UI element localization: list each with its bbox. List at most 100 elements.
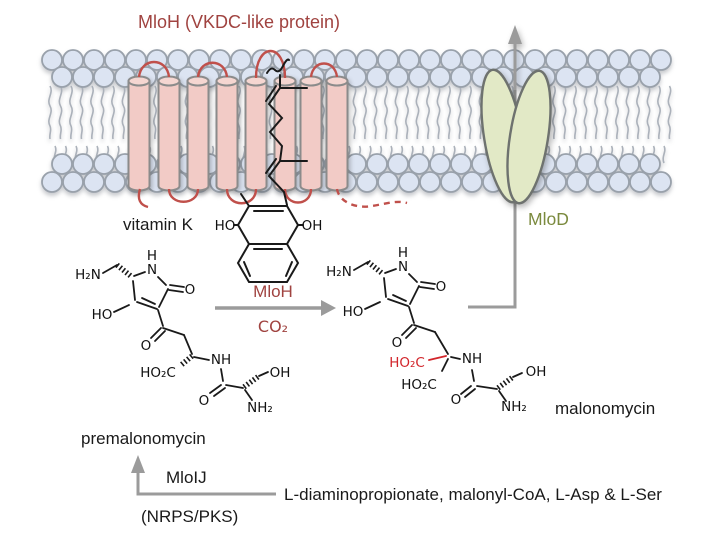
atom-label: NH [462,351,482,367]
bond [408,306,415,324]
lipid-head [429,66,451,88]
lipid-head [608,49,630,71]
mloh-loop-top [137,60,171,78]
lipid-tail [79,85,84,140]
atom-label: O [141,338,152,354]
double-bond [405,327,417,339]
bond [476,385,498,390]
lipid-head [597,153,619,175]
bond [364,301,381,310]
double-bond [243,261,251,277]
bond [512,372,523,378]
atom-label: O [392,335,403,351]
tm-helix-top [325,75,349,87]
stereo-hash-bond [496,374,515,391]
stereo-hash-bond [242,373,261,390]
lipid-head [104,49,126,71]
double-bond [401,324,413,336]
bond [220,368,224,382]
lipid-tail [100,85,105,140]
bond [157,276,167,286]
bond [158,288,169,308]
tm-helix [273,81,297,192]
lipid-tail [153,85,157,140]
lipid-head [545,171,567,193]
tm-helix-top [299,75,323,87]
lipid-head [41,171,63,193]
lipid-tail [321,85,325,140]
mloij-label: MloIJ [166,468,207,487]
atom-label: HO₂C [140,365,176,381]
lipid-tail [573,85,577,140]
lipid-tail [426,85,430,140]
methyl-branch [240,193,250,207]
atom-label: OH [302,218,323,234]
reaction-enzyme-label: MloH [253,282,293,301]
lipid-head [461,171,483,193]
lipid-tail [363,85,367,140]
mlod-label: MloD [528,209,569,229]
atom-label: NH [211,352,231,368]
bond [434,331,449,355]
mloh-loop-bottom [167,188,200,203]
mloh-terminus [137,188,149,209]
bond [408,273,418,283]
lipid-head [62,171,84,193]
mloh-loop-top [309,62,339,78]
lipid-head [629,171,651,193]
bond [193,356,210,361]
lipid-tail [457,85,462,140]
double-bond [209,384,222,394]
bond [136,301,158,310]
lipid-head [93,66,115,88]
lipid-head [639,66,661,88]
double-bond [419,286,435,290]
lipid-head [72,153,94,175]
atom-label: HO₂C [389,355,425,371]
mlod-transporter [480,25,552,205]
lipid-head [83,171,105,193]
lipid-head [356,49,378,71]
tm-helix-top [157,75,181,87]
lipid-head [345,153,367,175]
bond [413,324,436,333]
tm-helix [299,81,323,192]
atom-label: NH₂ [501,399,527,415]
lipid-head [524,49,546,71]
substrates-label: L-diaminopropionate, malonyl-CoA, L-Asp … [284,485,662,504]
lipid-tail [90,85,94,140]
lipid-head [293,49,315,71]
lipid-head [72,66,94,88]
lipid-tail [646,85,651,140]
mloh-loop-top [254,50,287,79]
lipid-head [419,49,441,71]
tm-helix [127,81,151,192]
double-bond [420,281,436,285]
lipid-head [629,49,651,71]
double-bond [213,387,226,397]
bond [409,285,420,305]
tm-helix [325,81,349,192]
bond [162,327,185,336]
bond [441,358,449,372]
lipid-head [408,153,430,175]
atom-label: H₂N [326,264,352,280]
lipid-tail [468,85,472,140]
atom-label: H [398,245,408,261]
lipid-head [345,66,367,88]
mloij-arrow-line [136,471,276,496]
lipid-head [429,153,451,175]
lipid-head [618,153,640,175]
lipid-head [209,49,231,71]
bond [471,369,475,382]
lipid-head [41,49,63,71]
tm-helix-top [186,75,210,87]
lipid-tail [352,85,357,140]
bond [384,268,397,274]
benzene-ring [236,243,300,283]
double-bond [265,158,277,174]
